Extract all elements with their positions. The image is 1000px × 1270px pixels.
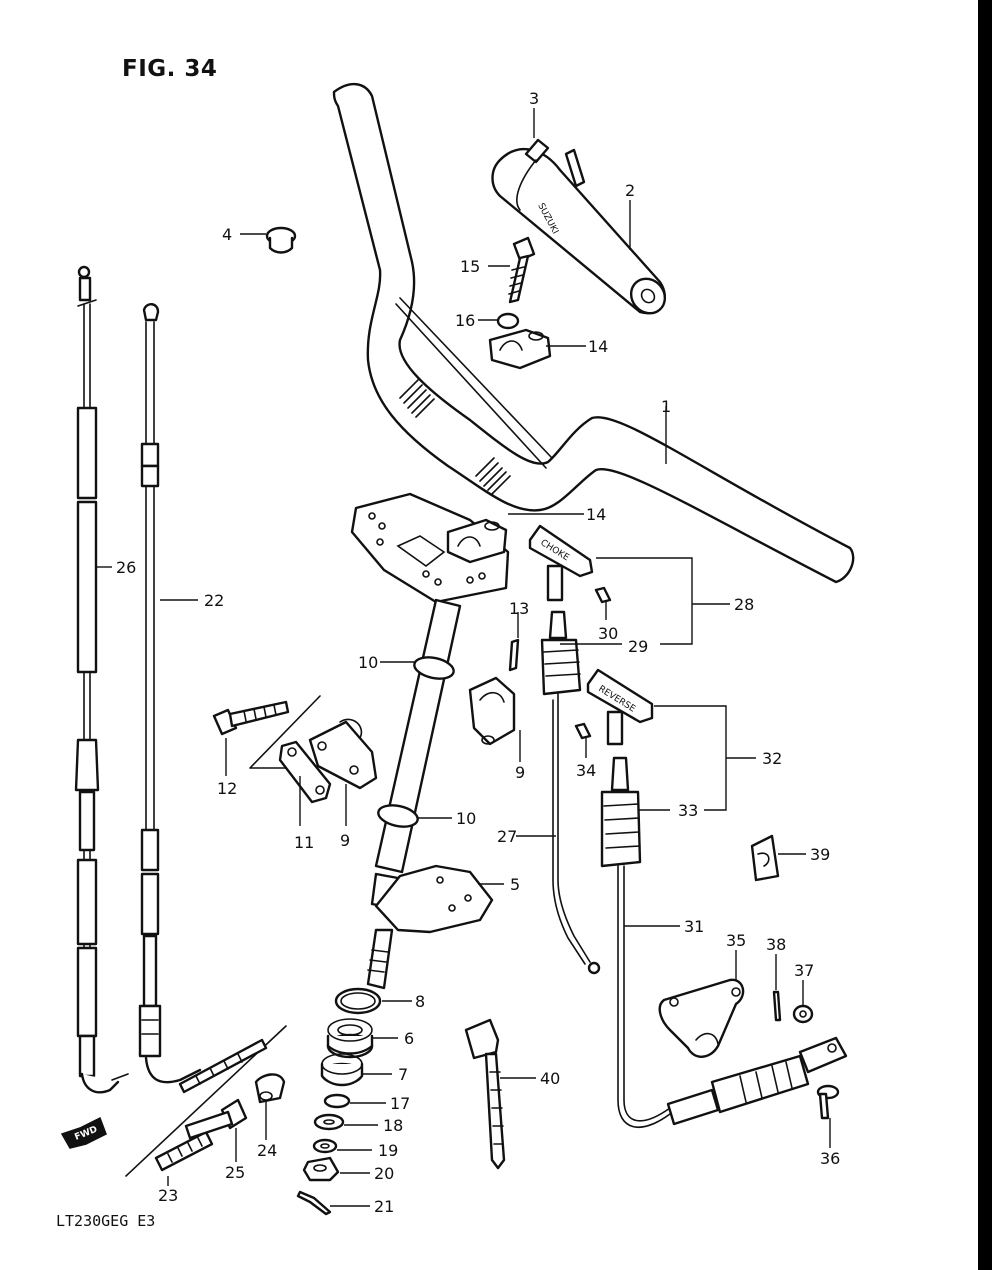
callout-1: 1: [661, 397, 671, 416]
choke-knob: CHOKE: [528, 524, 594, 602]
washer-37: [792, 1004, 814, 1024]
callout-27: 27: [497, 827, 517, 846]
model-code: LT230GEG E3: [56, 1212, 156, 1230]
cotter-pin: [296, 1190, 332, 1216]
callout-37: 37: [794, 961, 814, 980]
callout-6: 6: [404, 1029, 414, 1048]
callout-16: 16: [455, 311, 475, 330]
callout-30: 30: [598, 624, 618, 643]
handlebar-holder-plate: [350, 492, 510, 604]
clevis-pin: [816, 1084, 840, 1120]
callout-10-upper: 10: [358, 653, 378, 672]
seal-ring: [323, 1093, 351, 1109]
callout-28: 28: [734, 595, 754, 614]
callout-26: 26: [116, 558, 136, 577]
flat-washer: [313, 1113, 345, 1131]
cable-clamp: [750, 834, 780, 882]
lock-washer: [312, 1138, 338, 1154]
shaft-clamp-left: [308, 718, 378, 790]
callout-13: 13: [509, 599, 529, 618]
callout-32: 32: [762, 749, 782, 768]
callout-19: 19: [378, 1141, 398, 1160]
handlebar: [332, 83, 855, 584]
castle-nut: [302, 1156, 340, 1182]
spring-washer: [496, 312, 520, 330]
callout-33: 33: [678, 801, 698, 820]
callout-36: 36: [820, 1149, 840, 1168]
callout-31: 31: [684, 917, 704, 936]
shaft-bushing-lower: [377, 804, 419, 828]
pad-strap: [516, 138, 550, 211]
callout-24: 24: [257, 1141, 277, 1160]
shaft-clamp-right: [468, 676, 516, 746]
callout-9-left: 9: [340, 831, 350, 850]
callout-40: 40: [540, 1069, 560, 1088]
callout-5: 5: [510, 875, 520, 894]
callout-15: 15: [460, 257, 480, 276]
knurl-left: [399, 379, 435, 418]
handlebar-holder-upper: [488, 328, 552, 370]
cotter-pin-38: [772, 990, 782, 1022]
callout-4: 4: [222, 225, 232, 244]
callout-17: 17: [390, 1094, 410, 1113]
reverse-knob: REVERSE: [586, 668, 654, 746]
cable-tie: [464, 1018, 506, 1170]
callout-12: 12: [217, 779, 237, 798]
callout-11: 11: [294, 833, 314, 852]
callout-25: 25: [225, 1163, 245, 1182]
adjuster-sleeve: [184, 1098, 248, 1140]
callout-22: 22: [204, 591, 224, 610]
callout-7: 7: [398, 1065, 408, 1084]
callout-9-right: 9: [515, 763, 525, 782]
callout-35: 35: [726, 931, 746, 950]
reverse-screw: [574, 722, 592, 740]
clip-pin: [508, 638, 520, 672]
pad-clip: [564, 148, 586, 188]
callout-20: 20: [374, 1164, 394, 1183]
knurl-right: [475, 457, 511, 495]
reverse-cable: [600, 756, 848, 1129]
steering-shaft: [370, 598, 462, 910]
choke-cable: [540, 610, 601, 975]
bearing-upper: [326, 1018, 374, 1059]
callout-21: 21: [374, 1197, 394, 1216]
throttle-cable: [74, 265, 129, 1094]
exploded-guide-lines: [249, 695, 321, 769]
figure-title: FIG. 34: [122, 56, 218, 82]
callout-10-lower: 10: [456, 809, 476, 828]
adjuster-nut: [254, 1073, 286, 1104]
cable-bracket: [658, 978, 745, 1058]
callout-8: 8: [415, 992, 425, 1011]
callout-38: 38: [766, 935, 786, 954]
handlebar-pad: SUZUKI: [491, 148, 667, 315]
callout-23: 23: [158, 1186, 178, 1205]
leader-lines: [96, 108, 831, 1207]
holder-bolt: [508, 236, 536, 304]
choke-screw: [594, 586, 612, 604]
brake-cable: [138, 303, 202, 1084]
shaft-bushing-upper: [413, 656, 455, 680]
callout-3: 3: [529, 89, 539, 108]
shaft-bracket-plate: [366, 864, 494, 990]
callout-34: 34: [576, 761, 596, 780]
o-ring: [334, 987, 382, 1015]
cap-plug: [265, 226, 297, 254]
page-edge-bar: [978, 0, 992, 1270]
callout-14-upper: 14: [588, 337, 608, 356]
cable-adjuster: [154, 1038, 268, 1172]
clamp-plate: [278, 740, 332, 804]
callout-18: 18: [383, 1116, 403, 1135]
clamp-bolt: [212, 700, 290, 736]
bearing-lower: [320, 1053, 364, 1087]
callout-39: 39: [810, 845, 830, 864]
fwd-arrow-icon: FWD: [60, 1116, 107, 1149]
callout-14-lower: 14: [586, 505, 606, 524]
callout-labels: 1 2 3 4 5 6 7 8 9 9 10 10 11 12 13 14 14…: [116, 89, 840, 1216]
callout-2: 2: [625, 181, 635, 200]
callout-29: 29: [628, 637, 648, 656]
